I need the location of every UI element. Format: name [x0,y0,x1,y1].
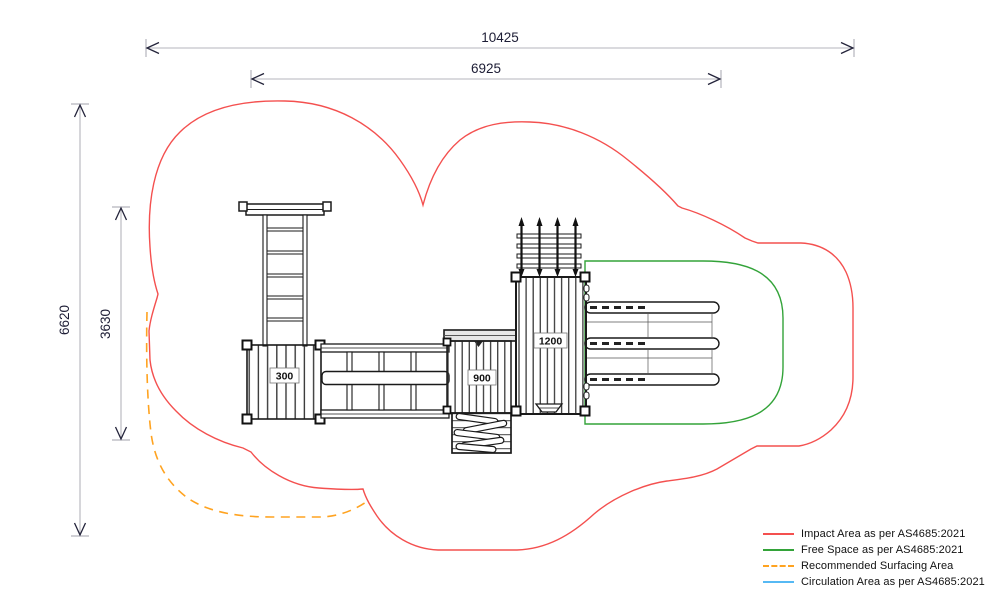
impact-area-line-swatch [763,533,794,535]
legend-label: Free Space as per AS4685:2021 [801,544,964,556]
legend-item-free-space: Free Space as per AS4685:2021 [763,542,995,558]
legend-label: Recommended Surfacing Area [801,560,954,572]
circulation-line-swatch [763,581,794,583]
overhead-ladder [238,201,332,347]
dim-value-3630: 3630 [98,309,113,339]
legend-label: Circulation Area as per AS4685:2021 [801,576,985,588]
legend-label: Impact Area as per AS4685:2021 [801,528,966,540]
free-space-line-swatch [763,549,794,551]
label-tower-1200: 1200 [539,336,563,348]
equipment-labels: 300 900 1200 [269,332,568,386]
timber-climbing-wall [451,412,512,454]
dimension-left-inner: 3630 [98,206,130,441]
climbing-frame [516,217,582,277]
dimension-top-outer: 10425 [145,30,855,57]
dimension-top-inner: 6925 [250,61,722,88]
tower-1200 [510,271,591,417]
dim-value-6620: 6620 [57,305,72,335]
dimension-left-outer: 6620 [57,103,89,537]
dim-value-10425: 10425 [481,30,519,45]
impact-area-boundary [148,100,854,551]
dim-value-6925: 6925 [471,61,501,76]
double-slide [584,301,720,386]
legend: Impact Area as per AS4685:2021 Free Spac… [763,526,995,590]
legend-item-surfacing: Recommended Surfacing Area [763,558,995,574]
surfacing-area-boundary [145,311,370,518]
legend-item-circulation: Circulation Area as per AS4685:2021 [763,574,995,590]
label-platform-300: 300 [276,371,294,383]
label-platform-900: 900 [473,373,491,385]
legend-item-impact-area: Impact Area as per AS4685:2021 [763,526,995,542]
surfacing-line-swatch [763,565,794,567]
bridge-walkway [320,343,450,419]
free-space-boundary [584,260,784,425]
